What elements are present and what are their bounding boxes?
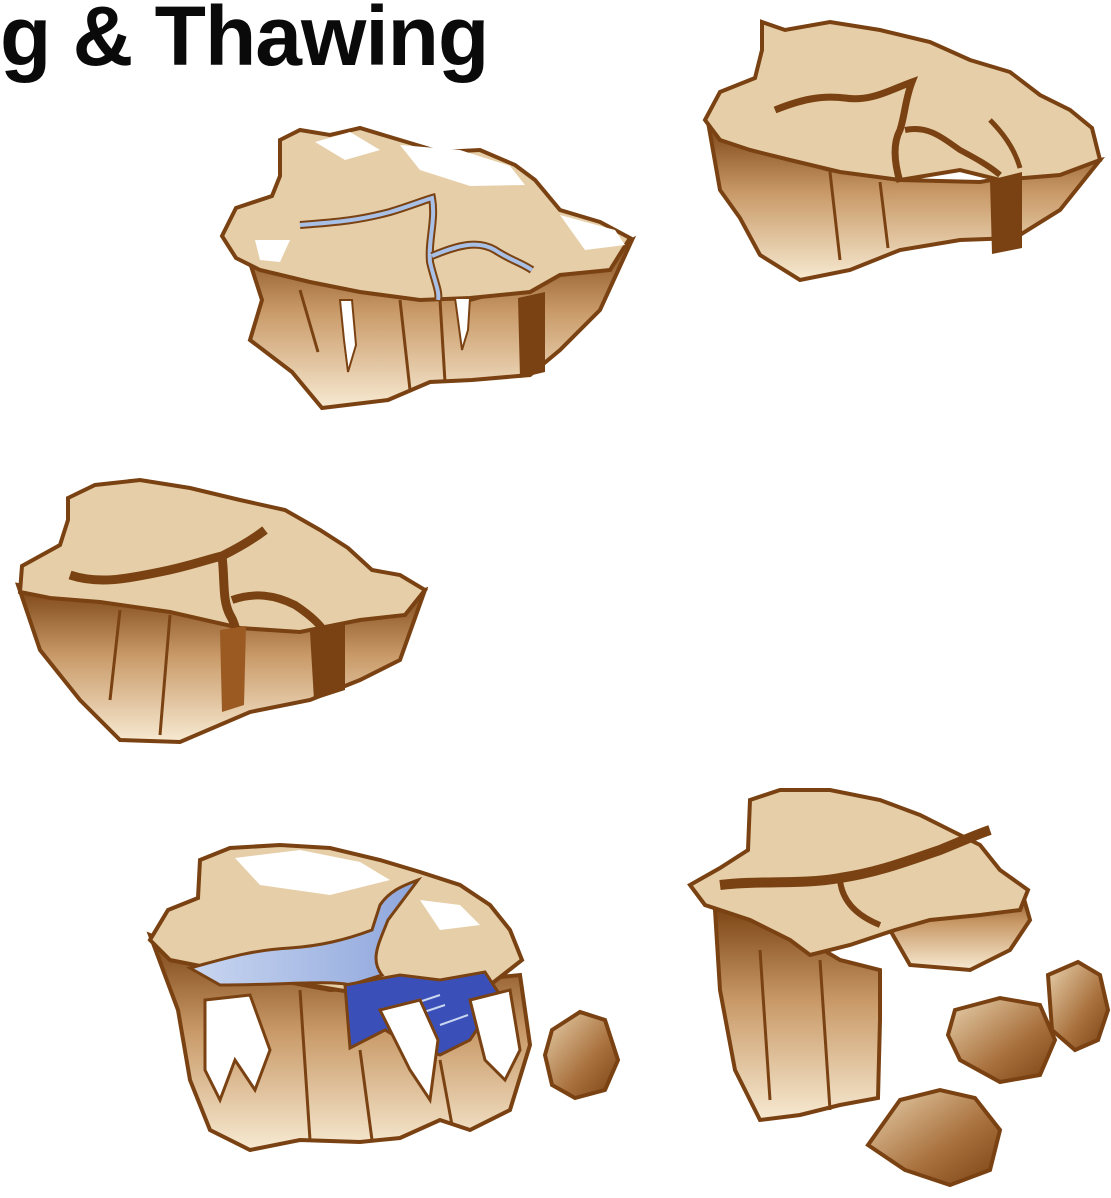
frozen-rock-block	[222, 128, 632, 408]
rock-column-shadow	[220, 626, 246, 712]
cracked-rock-middle-left-block	[18, 480, 425, 742]
rock-column-shadow	[518, 292, 545, 378]
rock-column-shadow	[990, 172, 1022, 254]
rock-fragment	[868, 1090, 1000, 1185]
rock-column-shadow	[310, 622, 345, 700]
cracked-rock-top-right-block	[705, 22, 1100, 280]
rock-fragment	[1048, 962, 1108, 1050]
rock-fragment	[948, 998, 1055, 1082]
breaking-rock-with-water-block	[150, 845, 618, 1150]
rock-fragment	[545, 1012, 618, 1098]
shattered-rock-block	[690, 790, 1108, 1185]
